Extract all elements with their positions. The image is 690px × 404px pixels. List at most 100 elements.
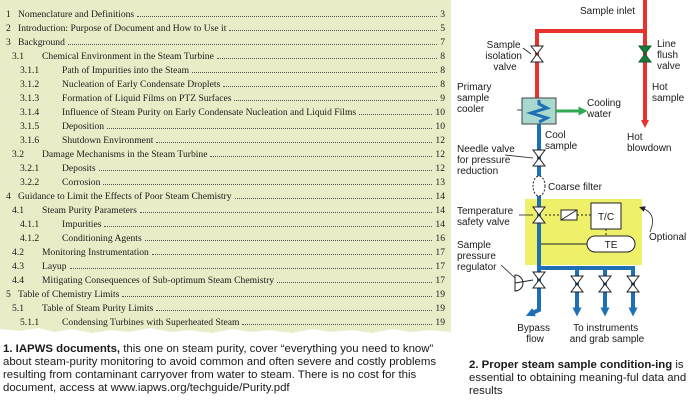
- toc-entry-leader: [107, 128, 433, 129]
- steam-sample-diagram: T/C TE Sample inlet Sample isolation val…: [457, 0, 686, 345]
- needle-valve-label: Needle valve for pressure reduction: [457, 144, 518, 177]
- toc-entry-number: 3.1.4: [20, 107, 40, 118]
- cooling-water-label: Cooling water: [586, 98, 624, 120]
- toc-entry-leader: [216, 58, 438, 59]
- hot-line-top: [535, 0, 647, 100]
- caption-1-bold: 1. IAPWS documents,: [3, 343, 121, 355]
- toc-entry-title: Table of Chemistry Limits: [18, 289, 120, 300]
- toc-entry-number: 3.2.2: [20, 177, 40, 188]
- figure-2-caption: 2. Proper steam sample condition-ing is …: [469, 359, 687, 398]
- toc-entry-leader: [234, 198, 433, 199]
- toc-entry[interactable]: 3 Background 7: [0, 34, 445, 48]
- toc-entry-title: Nomenclature and Definitions: [18, 9, 135, 20]
- needle-valve-icon: [532, 149, 546, 167]
- coarse-filter-icon: [532, 175, 546, 197]
- toc-entry-page: 10: [435, 107, 445, 118]
- sample-inlet-label: Sample inlet: [580, 6, 635, 17]
- primary-sample-cooler-label: Primary sample cooler: [457, 82, 494, 115]
- toc-entry-title: Background: [18, 37, 65, 48]
- toc-entry-leader: [156, 142, 433, 143]
- tc-box: [590, 202, 622, 230]
- toc-entry-title: Deposition: [62, 121, 105, 132]
- toc-entry-leader: [103, 184, 433, 185]
- instrument-valve-3-icon: [626, 275, 640, 293]
- toc-entry-page: 7: [440, 37, 445, 48]
- hot-sample-label: Hot sample: [652, 82, 685, 104]
- te-label: TE: [605, 240, 618, 251]
- toc-entry-page: 8: [440, 79, 445, 90]
- bypass-flow-label: Bypass flow: [517, 323, 553, 345]
- toc-entry-number: 2: [6, 23, 11, 34]
- toc-entry[interactable]: 3.1.4 Influence of Steam Purity on Early …: [0, 104, 445, 118]
- toc-entry-page: 17: [435, 247, 445, 258]
- toc-entry-number: 3.1.3: [20, 93, 40, 104]
- toc-entry-page: 14: [435, 205, 445, 216]
- toc-entry-leader: [156, 310, 433, 311]
- toc-entry-number: 3: [6, 37, 11, 48]
- toc-entry[interactable]: 2 Introduction: Purpose of Document and H…: [0, 20, 445, 34]
- tc-label: T/C: [598, 212, 614, 223]
- cool-sample-label: Cool sample: [545, 130, 578, 152]
- toc-entry-title: Chemical Environment in the Steam Turbin…: [42, 51, 214, 62]
- toc-entry-leader: [122, 296, 433, 297]
- toc-entry-title: Introduction: Purpose of Document and Ho…: [18, 23, 227, 34]
- toc-entry[interactable]: 3.1 Chemical Environment in the Steam Tur…: [0, 48, 445, 62]
- figure-1-caption: 1. IAPWS documents, this one on steam pu…: [3, 343, 443, 395]
- caption-1-text: this one on steam purity, cover “everyth…: [3, 343, 437, 394]
- toc-entry-title: Shutdown Environment: [62, 135, 154, 146]
- line-flush-valve-icon: [638, 45, 652, 63]
- toc-entry-leader: [229, 30, 438, 31]
- optional-box: [525, 199, 642, 265]
- instrument-valve-1-icon: [570, 275, 584, 293]
- toc-entry-number: 3.1: [12, 51, 24, 62]
- toc-entry-number: 3.1.1: [20, 65, 40, 76]
- toc-entry-leader: [242, 324, 433, 325]
- toc-entry-page: 19: [435, 303, 445, 314]
- cooler-coil-icon: [525, 100, 551, 124]
- sample-isolation-valve-icon: [530, 45, 544, 63]
- toc-entry-title: Guidance to Limit the Effects of Poor St…: [18, 191, 232, 202]
- toc-entry-leader: [234, 100, 438, 101]
- toc-entry-title: Corrosion: [62, 177, 101, 188]
- toc-entry-leader: [144, 240, 433, 241]
- toc-entry-page: 17: [435, 261, 445, 272]
- toc-entry-page: 14: [435, 191, 445, 202]
- to-instruments-label: To instruments and grab sample: [570, 323, 645, 345]
- hot-blowdown-label: Hot blowdown: [627, 132, 671, 154]
- toc-entry-page: 10: [435, 121, 445, 132]
- toc-entry-number: 3.2.1: [20, 163, 40, 174]
- toc-entry-leader: [67, 44, 438, 45]
- toc-entry-leader: [277, 282, 433, 283]
- toc-entry-number: 3.2: [12, 149, 24, 160]
- toc-entry-title: Mitigating Consequences of Sub-optimum S…: [42, 275, 275, 286]
- toc-entry-page: 8: [440, 65, 445, 76]
- toc-entry-leader: [137, 16, 438, 17]
- toc-entry-page: 19: [435, 317, 445, 328]
- toc-entry-title: Influence of Steam Purity on Early Conde…: [62, 107, 357, 118]
- optional-label: Optional: [649, 232, 686, 243]
- caption-2-bold: 2. Proper steam sample condition-ing: [469, 359, 673, 371]
- pressure-regulator-icon: [514, 271, 546, 292]
- toc-entry-leader: [210, 156, 433, 157]
- toc-entry-page: 16: [435, 233, 445, 244]
